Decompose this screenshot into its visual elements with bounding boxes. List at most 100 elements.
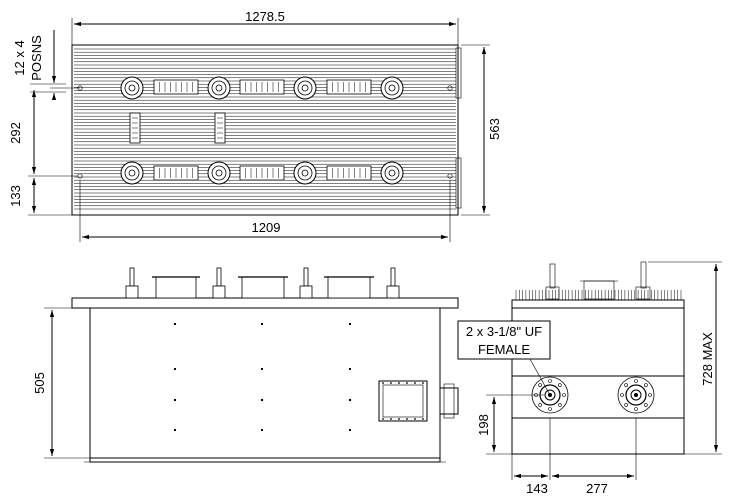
side-panel-inner [382, 384, 424, 418]
rivet-dot [349, 429, 351, 431]
connector-core [215, 84, 223, 92]
rivet-dot [349, 368, 351, 370]
handle [241, 276, 285, 299]
rivet-dot [174, 368, 176, 370]
connector-core [388, 169, 396, 177]
pin-base [299, 285, 313, 299]
connector-outer [380, 76, 404, 100]
screw [414, 382, 416, 384]
side-panel [378, 380, 428, 422]
top-view-slots [129, 79, 372, 181]
front-flange [71, 297, 459, 309]
pin-base [212, 285, 226, 299]
pin [216, 267, 222, 287]
connector-outer [120, 161, 144, 185]
connector-ring [124, 80, 140, 96]
connector-ring [297, 165, 313, 181]
connector-outer [380, 161, 404, 185]
side-connector-flange [443, 383, 455, 419]
callout-line2: FEMALE [478, 342, 530, 357]
posns-count: 12 x 4 [12, 40, 27, 75]
mount-hole [447, 85, 453, 91]
port-bolt [634, 407, 638, 411]
front-base [89, 457, 441, 463]
port-bolt [558, 383, 562, 387]
port-bolt [644, 383, 648, 387]
front-dots [174, 323, 351, 431]
dim-1209: 1209 [252, 220, 281, 235]
connector-outer [207, 76, 231, 100]
dim-1278: 1278.5 [245, 9, 285, 24]
screw [414, 418, 416, 420]
screw [390, 382, 392, 384]
port-bolt [548, 407, 552, 411]
side-pin-base [545, 286, 560, 300]
port-bolt [558, 403, 562, 407]
side-bracket-bottom [455, 157, 462, 209]
port-bolt [624, 403, 628, 407]
dim-563: 563 [487, 118, 502, 140]
pin [390, 267, 396, 287]
port-ring [625, 384, 647, 406]
side-connector [439, 387, 459, 415]
dim-277: 277 [586, 481, 608, 496]
pin [129, 267, 135, 287]
connector-core [215, 169, 223, 177]
screw [390, 418, 392, 420]
connector-ring [211, 165, 227, 181]
screw [382, 382, 384, 384]
rivet-dot [261, 368, 263, 370]
side-pin-base [635, 286, 651, 300]
front-top-parts [125, 267, 400, 299]
rivet-dot [174, 399, 176, 401]
connector-outer [207, 161, 231, 185]
dim-143: 143 [526, 481, 548, 496]
panel-screws [382, 382, 424, 420]
dim-198: 198 [476, 414, 491, 436]
connector-outer [293, 161, 317, 185]
pin-base [386, 285, 400, 299]
dim-133: 133 [8, 185, 23, 207]
callout-line1: 2 x 3-1/8" UF [466, 324, 542, 339]
front-view: 505 [32, 267, 459, 463]
pin [303, 267, 309, 287]
dim-728: 728 MAX [700, 332, 715, 386]
handle [155, 276, 197, 299]
connector-ring [297, 80, 313, 96]
port-bolt [548, 379, 552, 383]
callout-leader [529, 358, 551, 396]
connector-outer [120, 76, 144, 100]
port-bolt [648, 393, 652, 397]
side-pin [640, 261, 647, 289]
top-view: 1278.5 563 12 x 4 POSNS 292 133 1209 [8, 9, 502, 242]
screw [422, 418, 424, 420]
screw [406, 418, 408, 420]
rivet-dot [261, 429, 263, 431]
connector-outer [293, 76, 317, 100]
rivet-dot [174, 323, 176, 325]
port-bolt [538, 403, 542, 407]
connector-ring [124, 165, 140, 181]
top-view-connectors [120, 76, 404, 185]
side-lower-body [511, 417, 685, 455]
connector-core [301, 169, 309, 177]
posns-label: POSNS [29, 35, 44, 81]
port-bolt [538, 383, 542, 387]
handle [327, 276, 371, 299]
mount-hole [447, 173, 453, 179]
dim-292: 292 [8, 122, 23, 144]
screw [422, 382, 424, 384]
port-bolt [620, 393, 624, 397]
connector-ring [384, 80, 400, 96]
port-bolt [562, 393, 566, 397]
rivet-dot [174, 429, 176, 431]
connector-core [128, 84, 136, 92]
screw [406, 382, 408, 384]
rivet-dot [261, 323, 263, 325]
rivet-dot [261, 399, 263, 401]
side-pin [549, 263, 556, 289]
screw [398, 382, 400, 384]
port-bolt [644, 403, 648, 407]
connector-core [128, 169, 136, 177]
